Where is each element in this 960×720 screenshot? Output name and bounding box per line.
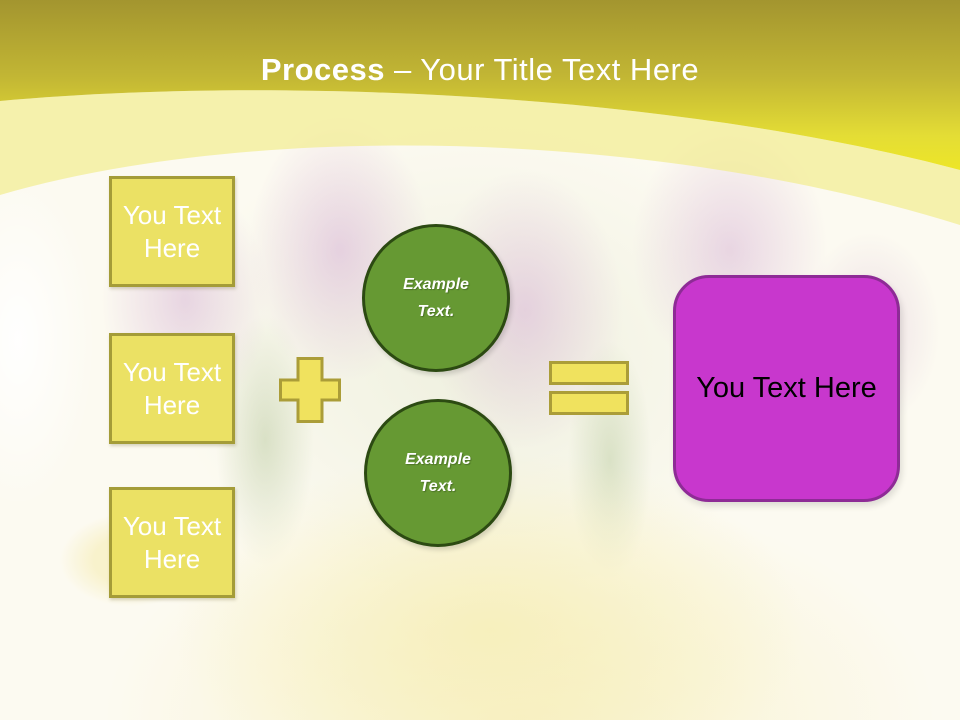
input-box-3-label: You Text Here	[122, 511, 222, 574]
stage-circle-1[interactable]: Example Text.	[362, 224, 510, 372]
equals-icon[interactable]	[549, 361, 629, 415]
input-box-1-label: You Text Here	[122, 200, 222, 263]
stage-circle-2[interactable]: Example Text.	[364, 399, 512, 547]
header-light-arc	[0, 90, 960, 225]
title-emphasis: Process	[260, 52, 386, 87]
title-rest: – Your Title Text Here	[394, 52, 700, 87]
result-box[interactable]: You Text Here	[673, 275, 900, 502]
result-box-label: You Text Here	[696, 372, 877, 404]
input-box-2-label: You Text Here	[122, 357, 222, 420]
plus-icon[interactable]	[279, 357, 341, 423]
input-box-2[interactable]: You Text Here	[109, 333, 235, 444]
stage-circle-1-label: Example Text.	[403, 275, 469, 320]
stage-circle-2-label: Example Text.	[405, 450, 471, 495]
slide-title[interactable]: Process– Your Title Text Here	[0, 52, 960, 88]
header-band	[0, 0, 960, 225]
input-box-3[interactable]: You Text Here	[109, 487, 235, 598]
input-box-1[interactable]: You Text Here	[109, 176, 235, 287]
header-main-arc	[0, 0, 960, 170]
